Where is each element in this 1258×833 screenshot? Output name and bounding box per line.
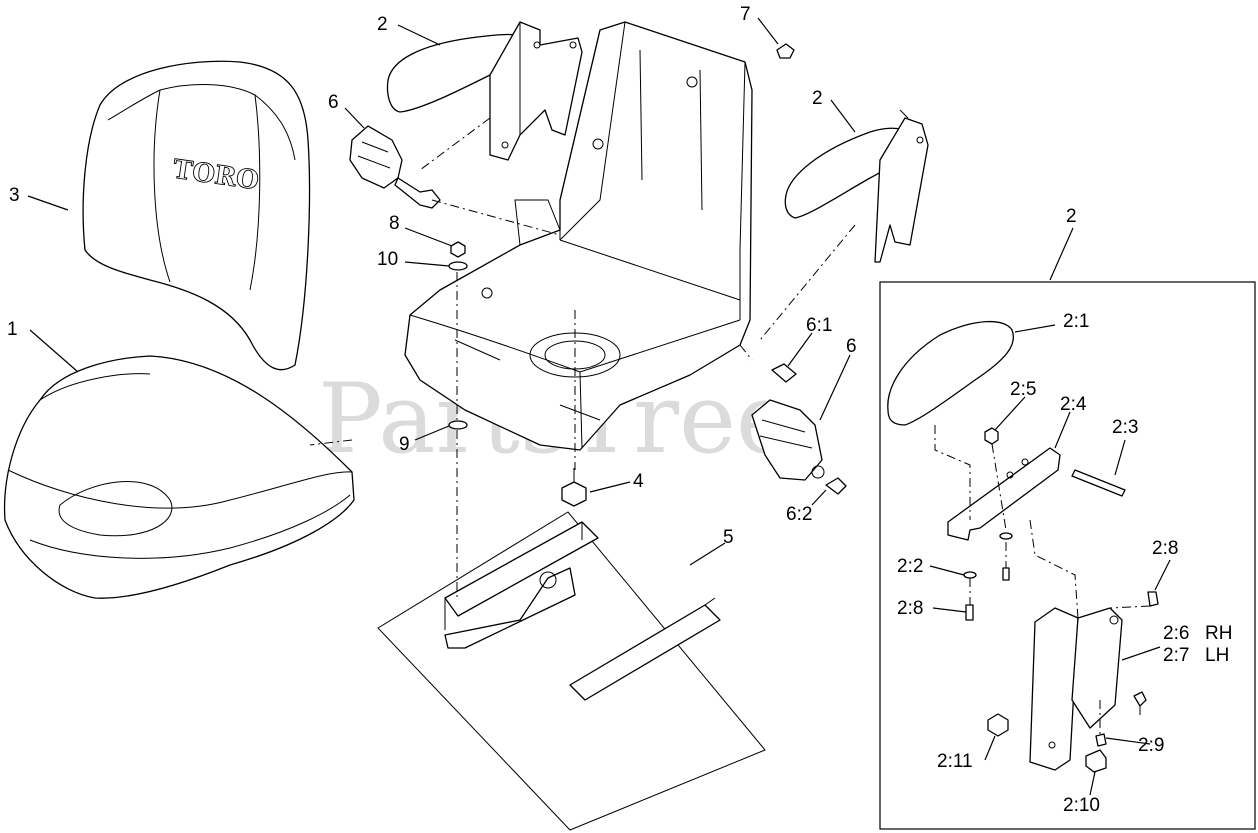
callout-2-11: 2:11 (937, 751, 973, 772)
callout-6-1: 6:1 (806, 315, 832, 336)
callout-8: 8 (389, 213, 400, 234)
callout-2-5: 2:5 (1010, 379, 1036, 400)
callout-2-8-lower: 2:8 (897, 598, 923, 619)
callout-4: 4 (633, 471, 644, 492)
callout-2-3: 2:3 (1112, 417, 1138, 438)
callout-7: 7 (740, 4, 751, 25)
callout-6-upper: 6 (328, 92, 339, 113)
right-armrest[interactable] (784, 109, 929, 263)
callout-6-right: 6 (846, 336, 857, 357)
bolt-7[interactable] (776, 43, 795, 59)
seat-cushion[interactable] (3, 355, 355, 599)
assembly-lines (309, 117, 856, 598)
callout-2-9: 2:9 (1138, 735, 1164, 756)
callout-3: 3 (9, 185, 20, 206)
callout-1: 1 (7, 319, 18, 340)
leader-lines (27, 17, 1171, 796)
callout-2-left-armrest: 2 (377, 14, 388, 35)
seat-belt-retractor-upper[interactable] (349, 125, 441, 209)
left-armrest[interactable] (386, 21, 583, 161)
callout-2-8-upper: 2:8 (1152, 538, 1178, 559)
hardware-nut-washer[interactable] (448, 241, 468, 430)
callout-5: 5 (723, 527, 734, 548)
callout-6-2: 6:2 (786, 504, 812, 525)
callout-2-6: 2:6 (1163, 623, 1189, 644)
seat-back-cushion[interactable]: TORO (82, 60, 311, 371)
callout-2-10: 2:10 (1063, 795, 1100, 816)
detail-assembly-lines (934, 425, 1151, 736)
callout-labels: 1 2 2 2 3 4 5 6 6 6:1 6:2 7 8 9 10 2:1 2… (7, 4, 1232, 816)
seat-slide-rails[interactable] (377, 511, 766, 831)
armrest-detail-parts[interactable] (887, 320, 1159, 773)
callout-2-2: 2:2 (897, 556, 923, 577)
armrest-detail-box (879, 281, 1256, 830)
callout-9: 9 (399, 434, 410, 455)
callout-2-7: 2:7 (1163, 645, 1189, 666)
callout-10: 10 (377, 249, 398, 270)
callout-2-7-side: LH (1205, 645, 1229, 666)
callout-2-6-side: RH (1205, 623, 1232, 644)
callout-2-1: 2:1 (1063, 311, 1089, 332)
seat-switch[interactable] (561, 468, 587, 507)
callout-2-detail: 2 (1066, 206, 1077, 227)
callout-2-4: 2:4 (1060, 394, 1087, 415)
callout-2-right-armrest: 2 (812, 88, 823, 109)
seat-pan-frame[interactable] (404, 21, 753, 451)
seat-belt-buckle-right[interactable] (751, 363, 847, 495)
